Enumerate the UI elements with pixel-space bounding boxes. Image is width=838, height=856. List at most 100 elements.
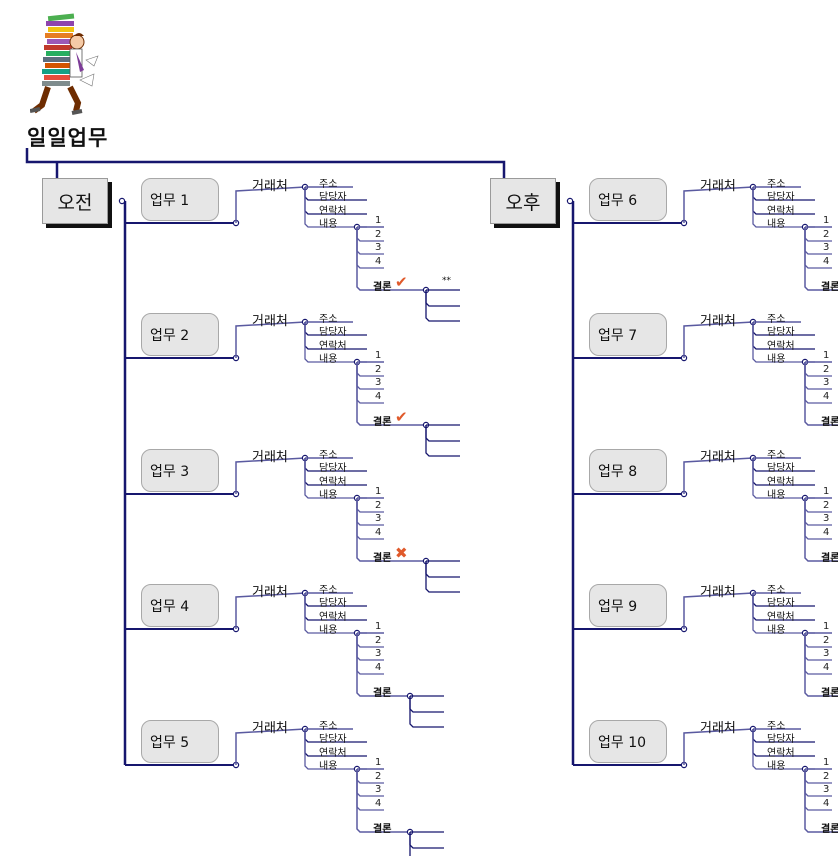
item-label: 4 [823, 662, 830, 673]
task-node[interactable]: 업무 2 [141, 313, 219, 356]
conclusion-sub-line [409, 696, 444, 728]
task-node[interactable]: 업무 7 [589, 313, 667, 356]
task-node[interactable]: 업무 1 [141, 178, 219, 221]
field-line [304, 729, 367, 770]
client-label: 거래처 [700, 314, 736, 329]
field-label: 연락처 [319, 341, 347, 352]
task-node[interactable]: 업무 4 [141, 584, 219, 627]
field-label: 담당자 [319, 327, 347, 338]
item-label: 2 [375, 771, 382, 782]
conclusion-line [356, 498, 426, 562]
field-label: 주소 [767, 314, 786, 325]
conclusion-label: 결론 [373, 417, 392, 428]
client-branch [683, 186, 754, 223]
item-label: 4 [375, 798, 382, 809]
item-label: 3 [375, 784, 382, 795]
item-label: 3 [823, 242, 830, 253]
item-label: 2 [823, 229, 830, 240]
task-node[interactable]: 업무 9 [589, 584, 667, 627]
conclusion-line [804, 769, 838, 833]
client-label: 거래처 [252, 179, 288, 194]
checkmark-icon: ✔ [395, 273, 408, 291]
field-label: 연락처 [319, 477, 347, 488]
field-label: 연락처 [767, 341, 795, 352]
x-mark-icon: ✖ [395, 544, 408, 562]
conclusion-label: 결론 [821, 282, 838, 293]
client-label: 거래처 [252, 585, 288, 600]
item-label: 1 [375, 215, 382, 226]
field-label: 내용 [767, 354, 786, 365]
field-label: 담당자 [319, 192, 347, 203]
field-label: 담당자 [319, 598, 347, 609]
field-label: 주소 [319, 450, 338, 461]
client-branch [683, 321, 754, 358]
item-label: 2 [375, 500, 382, 511]
session-afternoon-node[interactable]: 오후 [490, 178, 556, 224]
field-label: 담당자 [319, 463, 347, 474]
item-label: 1 [823, 757, 830, 768]
page-title: 일일업무 [27, 126, 109, 150]
client-branch [235, 592, 306, 629]
item-label: 4 [375, 391, 382, 402]
item-label: 3 [823, 648, 830, 659]
field-line [752, 593, 815, 634]
field-label: 주소 [319, 721, 338, 732]
field-line [304, 593, 367, 634]
conclusion-sub-line [425, 425, 460, 457]
field-label: 내용 [319, 219, 338, 230]
client-branch [683, 728, 754, 765]
person-carrying-books-icon [30, 13, 99, 115]
item-label: 3 [375, 513, 382, 524]
task-node[interactable]: 업무 8 [589, 449, 667, 492]
conclusion-line [804, 362, 838, 426]
client-label: 거래처 [252, 721, 288, 736]
conclusion-line [804, 633, 838, 697]
item-label: 2 [823, 771, 830, 782]
item-label: 4 [823, 527, 830, 538]
task-node[interactable]: 업무 5 [141, 720, 219, 763]
item-label: 2 [375, 635, 382, 646]
field-label: 주소 [767, 450, 786, 461]
task-node[interactable]: 업무 6 [589, 178, 667, 221]
conclusion-line [356, 769, 410, 833]
field-label: 내용 [767, 761, 786, 772]
field-label: 연락처 [767, 477, 795, 488]
field-line [752, 322, 815, 363]
item-label: 3 [375, 377, 382, 388]
session-collapse-node-icon[interactable] [118, 197, 126, 205]
field-label: 내용 [319, 490, 338, 501]
field-label: 내용 [767, 625, 786, 636]
conclusion-line [356, 227, 426, 291]
conclusion-sub-line [425, 290, 460, 307]
session-morning-node[interactable]: 오전 [42, 178, 108, 224]
task-node[interactable]: 업무 3 [141, 449, 219, 492]
field-label: 내용 [767, 490, 786, 501]
item-label: 4 [823, 391, 830, 402]
conclusion-sub-line [409, 696, 444, 713]
client-branch [235, 186, 306, 223]
field-label: 담당자 [767, 463, 795, 474]
client-label: 거래처 [700, 450, 736, 465]
item-label: 1 [823, 215, 830, 226]
field-label: 주소 [767, 179, 786, 190]
client-label: 거래처 [700, 585, 736, 600]
conclusion-label: 결론 [373, 824, 392, 835]
task-node[interactable]: 업무 10 [589, 720, 667, 763]
field-label: 내용 [319, 625, 338, 636]
field-label: 연락처 [767, 612, 795, 623]
field-label: 연락처 [319, 612, 347, 623]
field-line [752, 729, 815, 770]
field-label: 주소 [319, 585, 338, 596]
field-label: 주소 [767, 585, 786, 596]
session-collapse-node-icon[interactable] [566, 197, 574, 205]
field-label: 주소 [767, 721, 786, 732]
conclusion-line [804, 498, 838, 562]
client-branch [235, 728, 306, 765]
item-label: 4 [823, 256, 830, 267]
field-label: 연락처 [767, 206, 795, 217]
client-branch [683, 592, 754, 629]
item-label: 1 [823, 486, 830, 497]
item-label: 1 [823, 621, 830, 632]
item-label: 2 [375, 229, 382, 240]
field-label: 연락처 [319, 206, 347, 217]
